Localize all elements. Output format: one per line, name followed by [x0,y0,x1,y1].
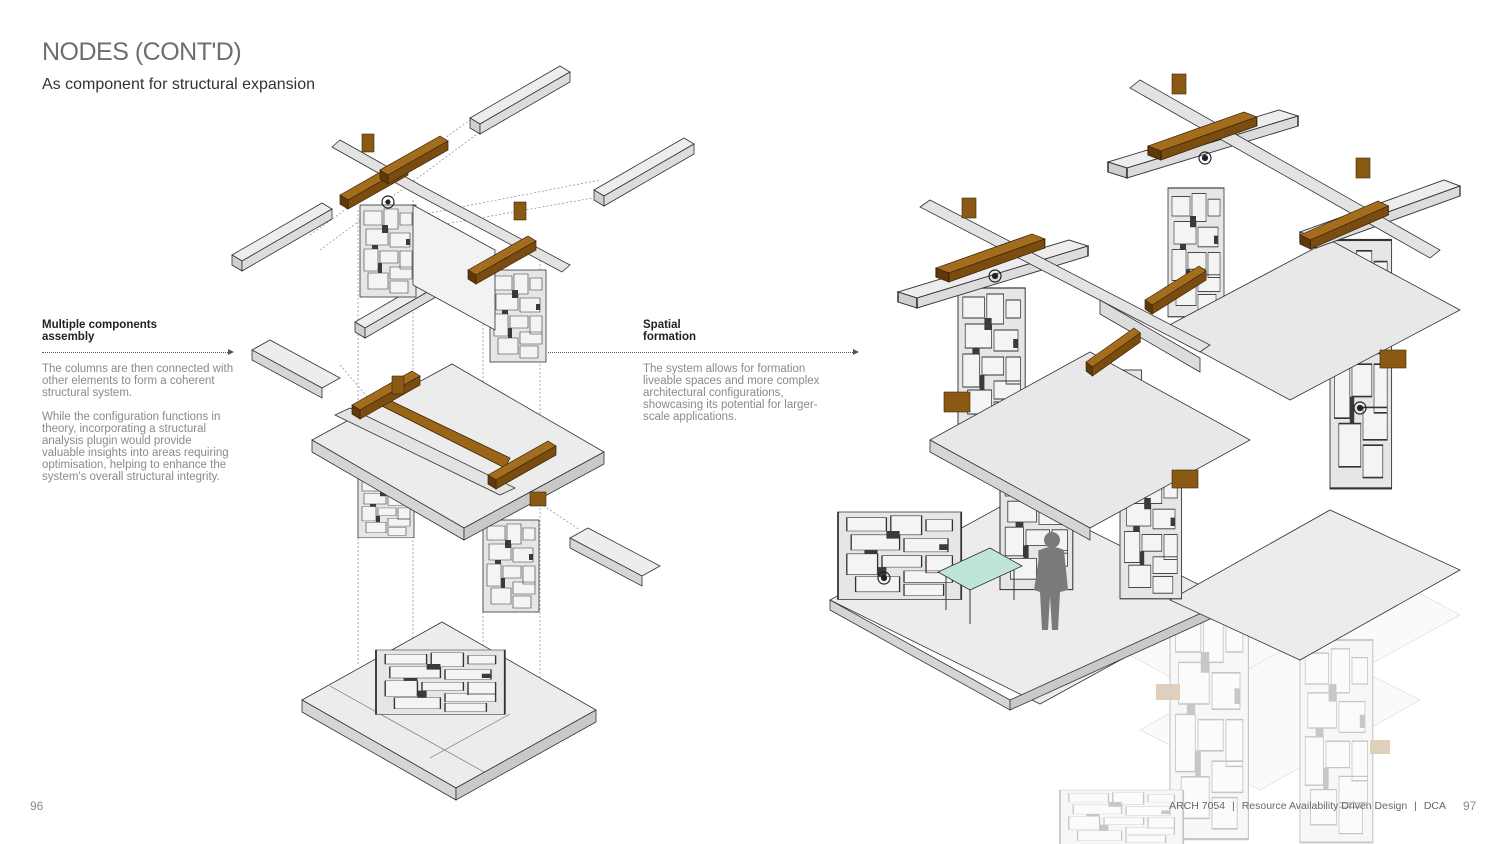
page-number-left: 96 [30,799,44,813]
page-number-right: 97 [1463,799,1477,813]
top-tier-frame [331,133,571,363]
footer-module: Resource Availability Driven Design [1241,800,1408,812]
floating-beam-6 [569,527,661,587]
annotation-assembly: Multiple components assembly The columns… [42,319,234,483]
assembly-arrow-line [42,352,228,353]
bottom-tier-base [301,621,597,801]
spatial-arrow-line [548,352,853,353]
page-subtitle: As component for structural expansion [42,76,316,93]
footer-separator-2: | [1414,800,1417,812]
spatial-formation-diagram [829,73,1461,844]
annotation-spatial-heading: Spatial formation [643,319,697,343]
middle-tier-slab [311,363,605,613]
glass-table [937,547,1023,591]
annotation-spatial-para1: The system allows for formation liveable… [643,363,820,423]
annotation-assembly-heading: Multiple components assembly [42,319,157,343]
spiral-ornaments [877,151,1367,585]
footer-separator-1: | [1232,800,1235,812]
annotation-spatial: Spatial formation The system allows for … [643,319,828,423]
spatial-arrow-head [853,349,859,355]
annotation-assembly-para1: The columns are then connected with othe… [42,363,234,399]
floating-beam-5 [251,339,341,399]
footer: ARCH 7054 | Resource Availability Driven… [1167,800,1448,812]
footer-course: ARCH 7054 [1169,800,1226,812]
assembly-arrow-head [228,349,234,355]
human-figure [1034,532,1068,630]
annotation-assembly-para2: While the configuration functions in the… [42,411,229,483]
footer-school: DCA [1423,800,1446,812]
floating-beam-2 [231,202,333,272]
floating-beam-1 [469,65,571,135]
page-title: NODES (CONT'D) [42,38,242,66]
floating-beam-3 [593,137,695,207]
